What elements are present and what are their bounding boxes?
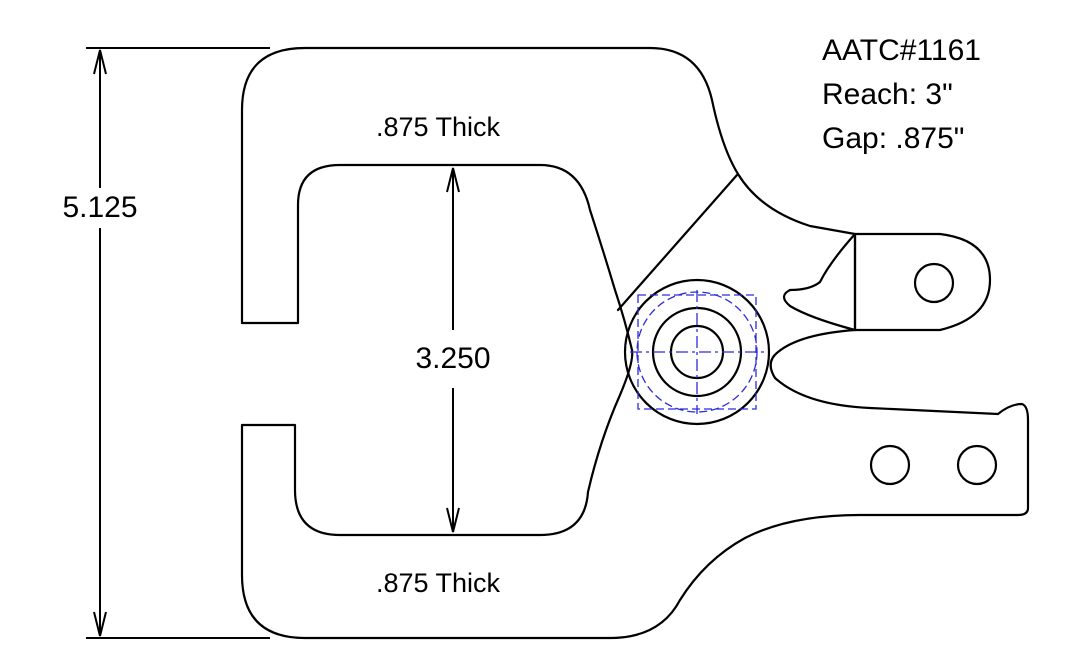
lower-hole-left (869, 444, 911, 486)
arrowhead-down-icon (93, 611, 107, 637)
pivot-hidden-circle (636, 291, 758, 413)
pivot-assembly (623, 278, 771, 426)
overall-height-value: 5.125 (62, 191, 137, 224)
gap-label: Gap: .875" (822, 122, 964, 155)
reach-label: Reach: 3" (822, 78, 953, 111)
overall-height-dimension: 5.125 (52, 47, 270, 639)
part-number-label: AATC#1161 (822, 34, 981, 67)
opening-height-value: 3.250 (415, 342, 490, 375)
clamp-outer-outline (240, 46, 1030, 640)
upper-arm-joint-line (616, 173, 739, 312)
bottom-thickness-note: .875 Thick (376, 568, 501, 598)
dimension-text-mask (52, 188, 148, 228)
handle-hole-upper (913, 262, 955, 304)
opening-height-dimension: 3.250 (415, 167, 491, 533)
arrowhead-down-icon (446, 507, 460, 533)
top-thickness-note: .875 Thick (376, 112, 501, 142)
handle-latch-hook (782, 232, 857, 332)
arrowhead-up-icon (93, 49, 107, 75)
clamp-upper-jaw-inner (240, 163, 634, 352)
arrowhead-up-icon (446, 167, 460, 193)
lower-hole-right (956, 444, 998, 486)
pivot-boss-outline (623, 278, 771, 426)
